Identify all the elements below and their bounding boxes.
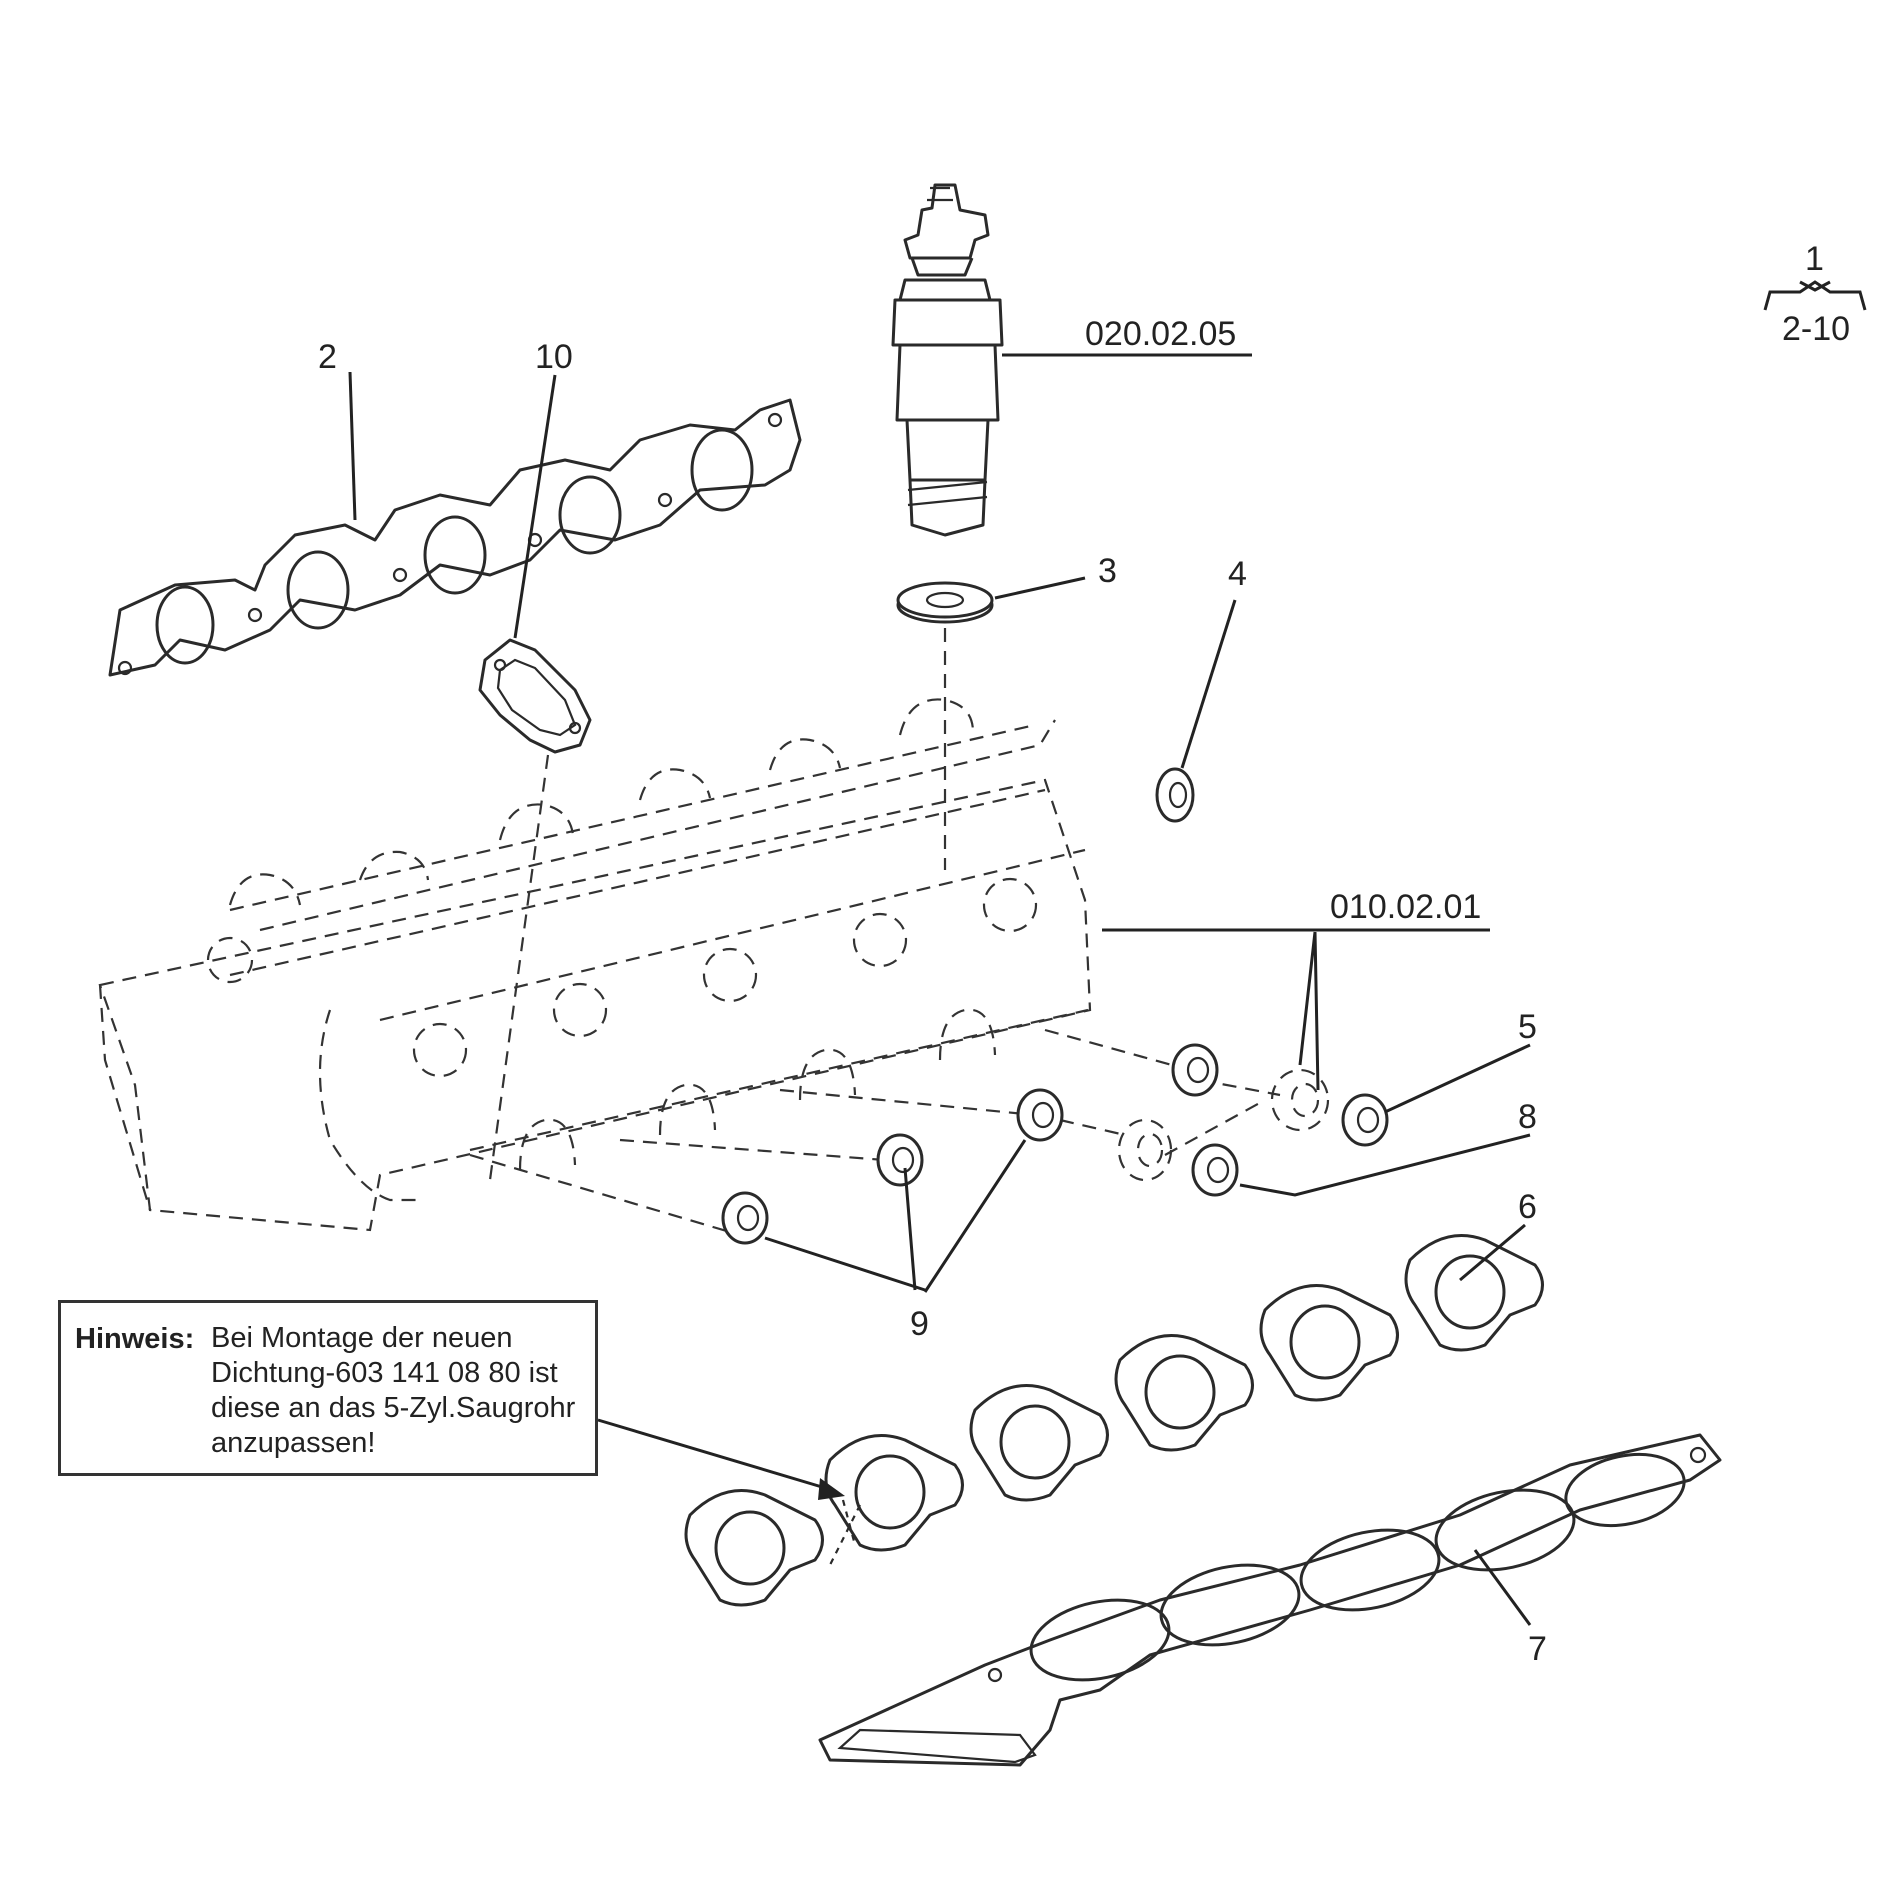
- leader-010: [1298, 931, 1320, 1091]
- note-arrow-line: [597, 1418, 833, 1492]
- leader-9: [764, 1139, 1027, 1293]
- intake-gasket-6: [684, 1234, 1544, 1607]
- gasket-10: [478, 638, 592, 1181]
- note-line: anzupassen!: [211, 1427, 376, 1459]
- note-key: Hinweis:: [75, 1323, 195, 1355]
- seal-ring-4: [1155, 767, 1195, 823]
- note-line: Dichtung-603 141 08 80 ist: [211, 1357, 558, 1389]
- ref-label-010: 010.02.01: [1330, 888, 1481, 926]
- seal-rings-row: [469, 1028, 1389, 1245]
- label-range: 2-10: [1782, 310, 1850, 348]
- label-5: 5: [1518, 1008, 1537, 1046]
- cylinder-head-outline: [98, 698, 1092, 1232]
- leader-5: [1384, 1043, 1531, 1114]
- range-brace: [1763, 280, 1867, 311]
- label-7: 7: [1528, 1630, 1547, 1668]
- plug-left: [1117, 1118, 1173, 1182]
- seal-ring-3: [896, 581, 994, 870]
- note-arrow-head: [818, 1478, 845, 1500]
- cut-mark: [829, 1499, 861, 1566]
- leader-8: [1239, 1133, 1531, 1197]
- leader-6: [1459, 1223, 1526, 1282]
- note-box: Hinweis: Bei Montage der neuen Dichtung-…: [58, 1300, 598, 1476]
- label-1: 1: [1805, 240, 1824, 278]
- leader-4: [1180, 599, 1237, 769]
- leader-2: [348, 371, 357, 521]
- label-2: 2: [318, 338, 337, 376]
- callout-labels: 020.02.05 010.02.01 1 2-10 2 10 3 4 5 8 …: [318, 240, 1850, 1668]
- ref-label-020: 020.02.05: [1085, 315, 1236, 353]
- leader-3: [994, 576, 1086, 600]
- label-4: 4: [1228, 555, 1247, 593]
- plug-right: [1270, 1068, 1330, 1132]
- label-6: 6: [1518, 1188, 1537, 1226]
- note-text: Bei Montage der neuen Dichtung-603 141 0…: [211, 1321, 575, 1461]
- label-8: 8: [1518, 1098, 1537, 1136]
- head-gasket-7: [818, 1433, 1722, 1767]
- injector-nozzle: [891, 183, 1004, 537]
- label-9: 9: [910, 1305, 929, 1343]
- leader-7: [1473, 1549, 1532, 1626]
- leader-10: [513, 374, 557, 639]
- note-line: diese an das 5-Zyl.Saugrohr: [211, 1392, 576, 1424]
- label-3: 3: [1098, 552, 1117, 590]
- label-10: 10: [535, 338, 573, 376]
- leader-lines: [348, 280, 1867, 1626]
- exhaust-gasket-2: [108, 398, 802, 677]
- note-line: Bei Montage der neuen: [211, 1322, 513, 1354]
